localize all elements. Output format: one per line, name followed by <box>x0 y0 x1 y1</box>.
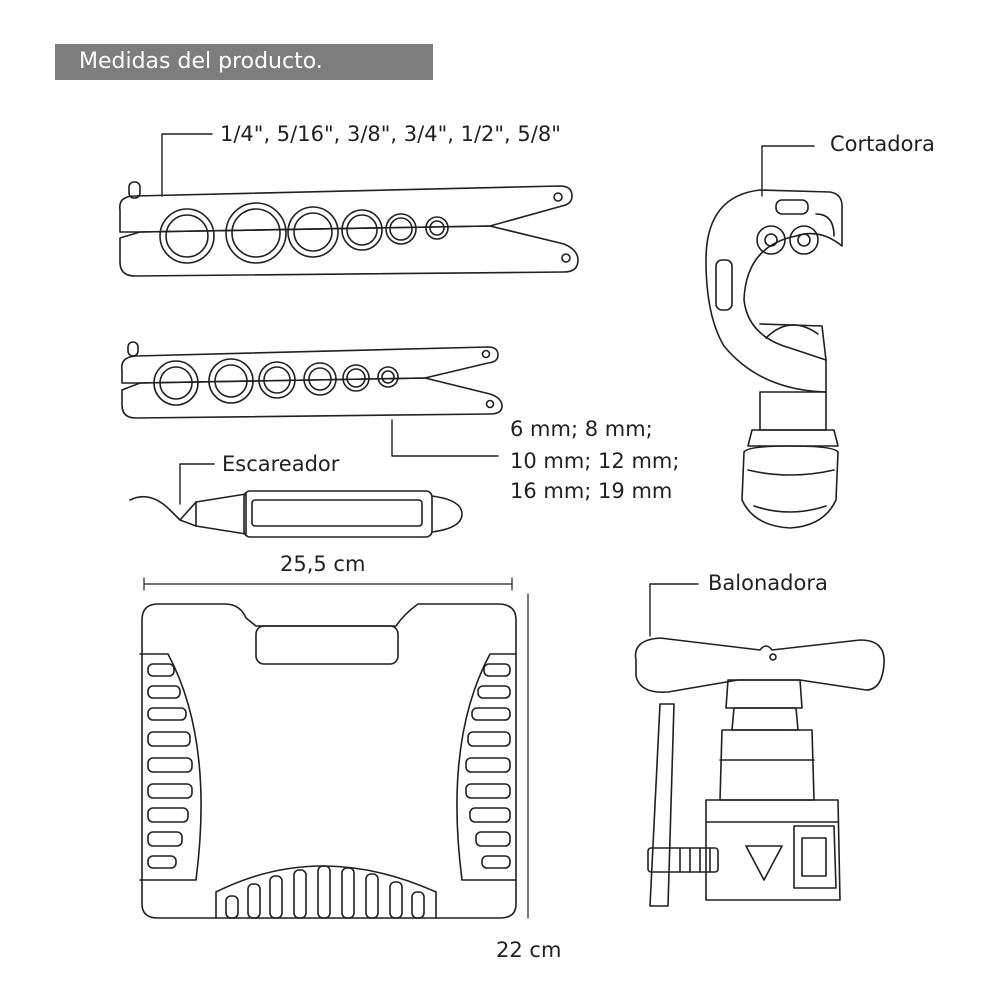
flaring-bar-large-sizes: 1/4", 5/16", 3/8", 3/4", 1/2", 5/8" <box>220 122 561 146</box>
flaring-bar-small-sizes-line3: 16 mm; 19 mm <box>510 479 673 503</box>
cutter-label: Cortadora <box>830 132 935 156</box>
flaring-bar-small-drawing <box>122 342 502 456</box>
case-drawing <box>140 578 528 918</box>
cutter-drawing <box>706 146 842 528</box>
flaring-tool-drawing <box>636 584 885 906</box>
flaring-bar-small-sizes-line1: 6 mm; 8 mm; <box>510 417 653 441</box>
case-width-label: 25,5 cm <box>280 552 366 576</box>
reamer-label: Escareador <box>222 452 340 476</box>
flaring-bar-small-sizes-line2: 10 mm; 12 mm; <box>510 449 680 473</box>
case-height-label: 22 cm <box>496 938 562 962</box>
section-header: Medidas del producto. <box>55 44 433 80</box>
flaring-bar-large-drawing <box>120 134 578 276</box>
reamer-drawing <box>130 464 462 537</box>
section-title: Medidas del producto. <box>79 49 323 74</box>
flaring-tool-label: Balonadora <box>708 571 828 595</box>
